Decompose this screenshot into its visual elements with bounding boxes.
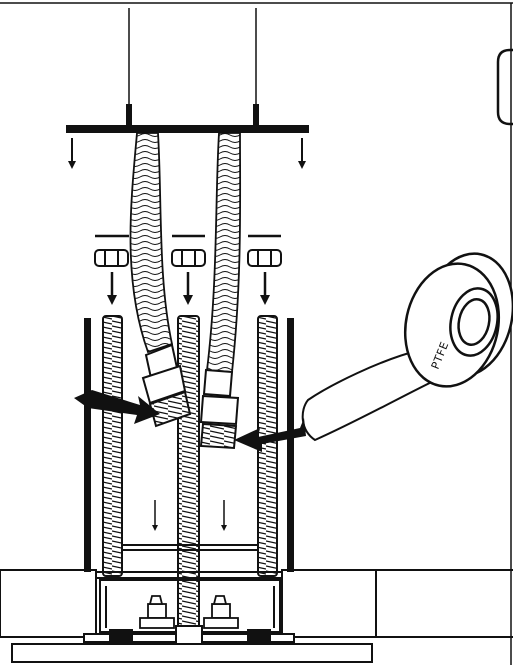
threaded-rod-left xyxy=(102,315,123,577)
countertop xyxy=(0,569,513,638)
faucet-base xyxy=(66,125,309,133)
left-arrow-icon xyxy=(234,418,306,452)
right-arrow-icon xyxy=(74,390,160,424)
base-plate xyxy=(11,643,373,663)
mounting-plate xyxy=(83,579,295,645)
cabinet-walls xyxy=(84,318,294,572)
down-arrow-icon xyxy=(152,500,227,531)
flexible-hose-right xyxy=(205,132,242,373)
callout-box xyxy=(496,48,513,126)
hose-fitting-right xyxy=(199,368,240,450)
nut-icon xyxy=(139,595,239,629)
mounting-bracket xyxy=(121,544,259,560)
hose-fitting-left xyxy=(141,343,192,428)
down-arrow-icon xyxy=(68,138,306,169)
ptfe-tape-roll: PTFE xyxy=(403,252,513,388)
flexible-hose-left xyxy=(129,132,174,354)
nut-icon xyxy=(94,249,282,267)
supply-pipes xyxy=(126,8,259,126)
down-arrow-icon xyxy=(107,272,270,305)
threaded-rod-center xyxy=(177,315,200,645)
